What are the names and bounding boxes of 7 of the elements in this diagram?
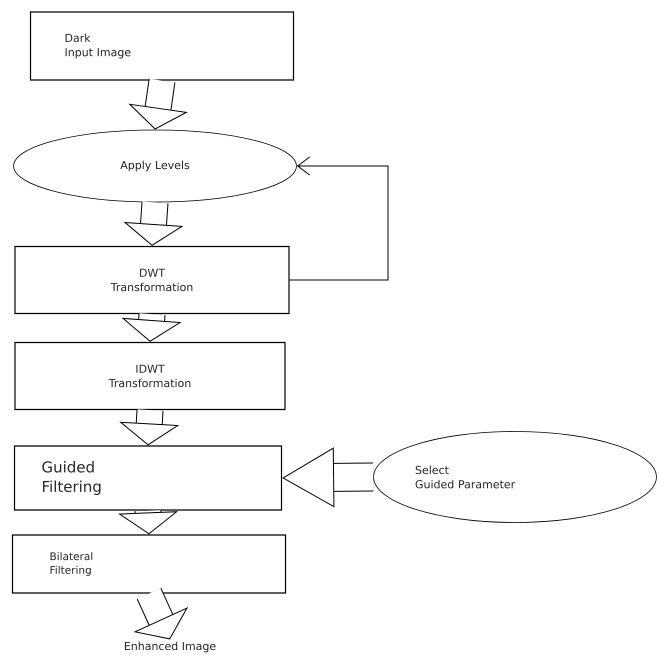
process-box: Bilateral Filtering xyxy=(12,534,286,594)
process-box: Dark Input Image xyxy=(30,11,294,81)
process-box: IDWT Transformation xyxy=(14,342,286,410)
feedback-arrow xyxy=(289,156,388,280)
output-label: Enhanced Image xyxy=(124,642,216,652)
process-box: Guided Filtering xyxy=(14,445,282,511)
process-box: DWT Transformation xyxy=(14,246,290,314)
